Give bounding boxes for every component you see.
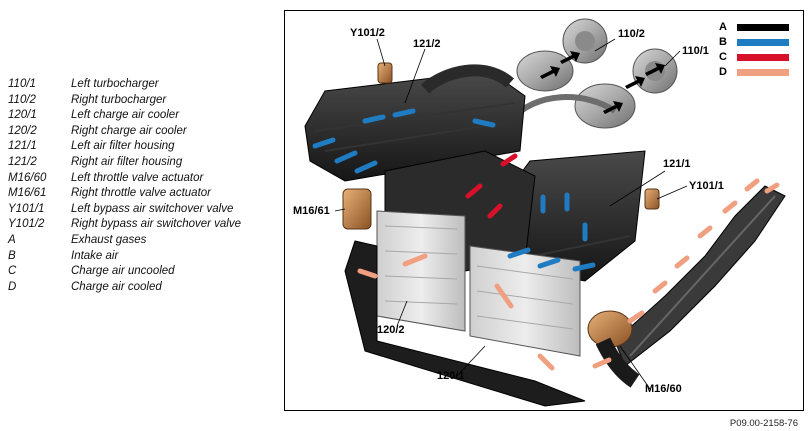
key-swatch (737, 69, 789, 76)
legend-row: 110/2 Right turbocharger (8, 94, 278, 110)
legend-desc: Intake air (71, 249, 119, 262)
legend-row: 121/1 Left air filter housing (8, 140, 278, 156)
key-letter: D (719, 66, 727, 78)
legend-code: 121/1 (8, 140, 37, 153)
throttle-valve-actuator-right (342, 188, 372, 230)
charge-air-cooler-left (469, 245, 581, 357)
figure-id: P09.00-2158-76 (729, 418, 798, 429)
legend-desc: Right charge air cooler (71, 124, 187, 137)
engine-drawing (304, 18, 786, 407)
key-row: B (719, 36, 791, 51)
legend-row: B Intake air (8, 250, 278, 266)
legend-code: M16/61 (8, 187, 47, 200)
legend-row: M16/61 Right throttle valve actuator (8, 187, 278, 203)
flow-color-key: A B C D (719, 21, 791, 81)
legend-row: A Exhaust gases (8, 234, 278, 250)
callout-121-2: 121/2 (413, 38, 441, 50)
legend-row: 120/2 Right charge air cooler (8, 125, 278, 141)
callout-121-1: 121/1 (663, 158, 691, 170)
lower-intake-manifold (344, 240, 586, 407)
bypass-valve-right (377, 62, 393, 84)
engine-illustration: Y101/2 121/2 110/2 110/1 121/1 Y101/1 M1… (284, 10, 804, 411)
turbocharger-right (516, 18, 608, 92)
legend-row: C Charge air uncooled (8, 265, 278, 281)
key-letter: A (719, 21, 727, 33)
callout-leader-lines (334, 38, 688, 390)
callout-110-1: 110/1 (682, 45, 709, 57)
legend-code: Y101/2 (8, 218, 45, 231)
intake-duct (420, 64, 514, 94)
bypass-valve-left (644, 188, 660, 210)
legend-desc: Exhaust gases (71, 233, 147, 246)
legend-desc: Right throttle valve actuator (71, 187, 211, 200)
callout-y101-1: Y101/1 (689, 180, 724, 192)
legend-code: B (8, 249, 16, 262)
legend-desc: Charge air uncooled (71, 265, 175, 278)
charge-air-cooled-arrows (357, 178, 780, 371)
callout-y101-2: Y101/2 (350, 27, 385, 39)
legend-row: 110/1 Left turbocharger (8, 78, 278, 94)
legend-code: 121/2 (8, 155, 37, 168)
legend-code: M16/60 (8, 171, 47, 184)
key-row: D (719, 66, 791, 81)
legend-code: 110/1 (8, 78, 36, 90)
legend-code: Y101/1 (8, 202, 45, 215)
callout-m16-61: M16/61 (293, 205, 330, 217)
key-swatch (737, 24, 789, 31)
legend-code: C (8, 265, 17, 278)
throttle-valve-actuator-left (587, 310, 640, 388)
charge-air-cooler-right (376, 210, 466, 332)
legend-desc: Left air filter housing (71, 140, 175, 153)
intake-air-arrows (312, 108, 596, 272)
charge-air-uncooled-arrows (465, 153, 518, 219)
key-swatch (737, 54, 789, 61)
key-swatch (737, 39, 789, 46)
legend-desc: Right turbocharger (71, 93, 167, 106)
legend-code: A (8, 233, 16, 246)
legend-desc: Left bypass air switchover valve (71, 202, 234, 215)
legend-row: Y101/2 Right bypass air switchover valve (8, 218, 278, 234)
key-row: C (719, 51, 791, 66)
legend-code: 120/1 (8, 109, 37, 122)
legend-desc: Right air filter housing (71, 155, 183, 168)
exhaust-gas-arrows (540, 51, 665, 114)
callout-110-2: 110/2 (618, 28, 645, 40)
legend-row: 120/1 Left charge air cooler (8, 109, 278, 125)
legend-code: 110/2 (8, 93, 36, 106)
legend-code: 120/2 (8, 124, 37, 137)
key-letter: B (719, 36, 727, 48)
callout-120-1: 120/1 (437, 370, 465, 382)
legend-desc: Left throttle valve actuator (71, 171, 204, 184)
exhaust-manifold-right (614, 185, 786, 367)
legend-code: D (8, 280, 17, 293)
callout-120-2: 120/2 (377, 324, 405, 336)
legend-row: D Charge air cooled (8, 281, 278, 297)
component-legend: 110/1 Left turbocharger 110/2 Right turboc… (8, 78, 278, 296)
key-letter: C (719, 51, 727, 63)
legend-row: 121/2 Right air filter housing (8, 156, 278, 172)
legend-desc: Charge air cooled (71, 280, 162, 293)
legend-row: Y101/1 Left bypass air switchover valve (8, 203, 278, 219)
legend-desc: Left charge air cooler (71, 109, 180, 122)
key-row: A (719, 21, 791, 36)
legend-desc: Left turbocharger (71, 78, 159, 90)
legend-row: M16/60 Left throttle valve actuator (8, 172, 278, 188)
callout-m16-60: M16/60 (645, 383, 682, 395)
legend-desc: Right bypass air switchover valve (71, 218, 242, 231)
